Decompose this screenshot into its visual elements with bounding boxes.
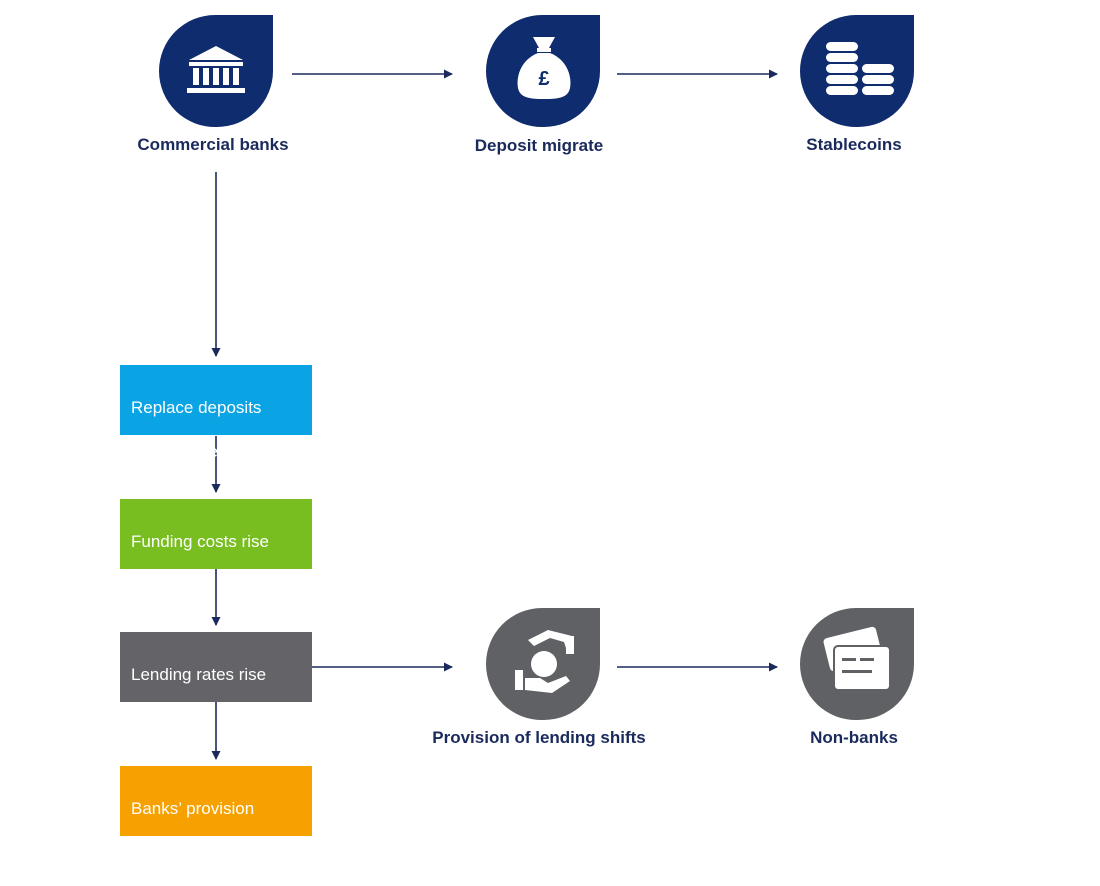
bank-icon xyxy=(187,46,245,93)
stablecoins-node xyxy=(800,15,914,128)
diagram-svg: £ xyxy=(159,15,914,760)
coin-stack-icon xyxy=(826,42,894,95)
funding-costs-box: Funding costs rise xyxy=(120,499,312,569)
deposit-migrate-node: £ xyxy=(486,15,600,128)
lending-rates-box: Lending rates rise xyxy=(120,632,312,702)
commercial-banks-label: Commercial banks xyxy=(137,135,289,154)
money-bag-pound-icon: £ xyxy=(517,37,571,99)
commercial-banks-node xyxy=(159,15,273,128)
non-banks-label: Non-banks xyxy=(810,728,898,747)
credit-falls-box: Banks’ provision of credit falls xyxy=(120,766,312,862)
funding-costs-line1: Funding costs rise xyxy=(131,532,269,551)
lending-rates-line1: Lending rates rise xyxy=(131,665,267,684)
credit-card-icon xyxy=(823,626,891,691)
credit-falls-line2: of credit falls xyxy=(131,843,227,862)
hand-giving-coin-icon xyxy=(515,630,574,693)
non-banks-node xyxy=(800,608,914,721)
deposit-migrate-label: Deposit migrate xyxy=(474,136,604,155)
replace-deposits-line1: Replace deposits xyxy=(131,398,262,417)
diagram-canvas: £ xyxy=(120,15,914,862)
svg-text:£: £ xyxy=(538,68,549,90)
replace-deposits-line2: with long-term debt xyxy=(131,442,276,461)
provision-lending-shifts-label: Provision of lending shifts xyxy=(432,728,646,747)
stablecoins-label: Stablecoins xyxy=(806,135,902,154)
replace-deposits-box: Replace deposits with long-term debt xyxy=(120,365,312,461)
provision-lending-shifts-node xyxy=(486,608,600,721)
credit-falls-line1: Banks’ provision xyxy=(131,799,255,818)
